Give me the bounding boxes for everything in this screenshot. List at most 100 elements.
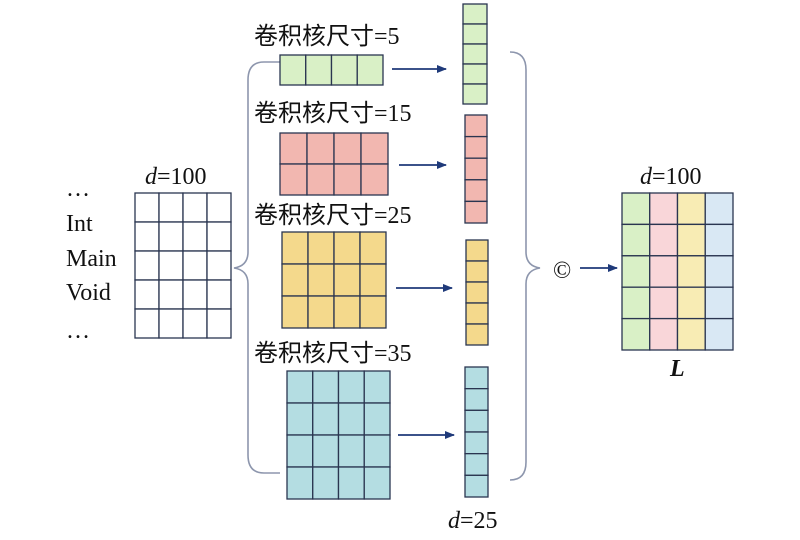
feature-vector-4-cell [464,388,489,411]
output-matrix-grid [621,192,734,351]
output-matrix-grid-cell [676,255,706,288]
output-dim-value: =100 [652,164,702,190]
kernel-grid-4-cell [312,434,340,468]
output-matrix-grid-cell [649,286,679,320]
kernel-grid-3 [281,231,387,329]
output-matrix-grid-cell [676,223,706,257]
kernel-grid-1-cell [279,54,307,86]
feature-vector-1-cell [462,83,488,105]
kernel-grid-4 [286,370,391,500]
input-matrix-grid-cell [158,221,184,252]
kernel-grid-4-cell [312,466,340,500]
kernel-grid-4-cell [286,402,314,436]
input-matrix-grid [134,192,232,339]
input-matrix-grid-cell [158,279,184,310]
kernel-grid-4-cell [312,402,340,436]
feature-dim-var: d [448,508,461,534]
kernel-grid-4-cell [286,434,314,468]
output-matrix [621,192,734,351]
feature-vectors [462,3,489,498]
kernel-grid-3-cell [359,295,387,329]
input-matrix-grid-cell [206,308,232,339]
kernel-grid-3-cell [307,295,335,329]
output-matrix-grid-cell [649,192,679,226]
left-brace [233,61,280,474]
kernel-grid-2-cell [360,132,389,165]
input-matrix-grid-cell [134,279,160,310]
kernel-label-2: 卷积核尺寸=15 [254,100,412,127]
kernel-grid-4-cell [286,466,314,500]
output-matrix-grid-cell [676,192,706,226]
output-matrix-grid-cell [621,317,651,351]
input-matrix-grid-cell [182,221,208,252]
kernel-grid-1 [279,54,384,86]
output-matrix-grid-cell [676,286,706,320]
kernel-grid-4-cell [337,370,365,404]
output-matrix-grid-cell [704,317,734,351]
output-matrix-grid-cell [649,255,679,288]
output-matrix-grid-cell [649,223,679,257]
feature-vector-4-cell [464,431,489,455]
kernel-grid-1-cell [356,54,384,86]
kernel-grid-2-cell [279,132,308,165]
feature-vector-3-cell [465,302,489,325]
kernel-grid-2-cell [279,163,308,196]
input-matrix-grid-cell [182,279,208,310]
input-matrix-grid-cell [134,221,160,252]
output-matrix-grid-cell [704,286,734,320]
kernel-grid-2-cell [306,163,335,196]
kernel-grid-3-cell [307,263,335,297]
feature-dim-value: =25 [460,508,498,534]
kernel-grid-3-cell [333,263,361,297]
input-matrix-grid-cell [206,250,232,281]
kernel-label-3: 卷积核尺寸=25 [254,202,412,229]
kernel-grid-2-cell [333,163,362,196]
kernel-grid-2-cell [306,132,335,165]
kernel-grid-3-cell [333,231,361,265]
kernel-grid-3-cell [333,295,361,329]
kernel-grid-2-cell [333,132,362,165]
kernel-grid-3-cell [359,263,387,297]
output-matrix-grid-cell [704,223,734,257]
feature-vector-4-cell [464,409,489,433]
feature-dim-label: d=25 [448,508,498,534]
kernel-grid-4-cell [337,402,365,436]
kernel-grid-3-cell [281,263,309,297]
input-embedding-matrix [134,192,232,339]
kernel-grid-3-cell [359,231,387,265]
feature-vector-2-cell [464,179,488,203]
token-main: Main [66,246,117,272]
kernel-grid-3-cell [281,231,309,265]
feature-vector-3-cell [465,323,489,346]
input-dim-label: d=100 [145,164,207,190]
kernel-label-4: 卷积核尺寸=35 [254,340,412,367]
feature-vector-2-cell [464,200,488,224]
feature-vector-1-cell [462,3,488,25]
concat-symbol: © [553,258,571,284]
kernel-grid-4-cell [312,370,340,404]
kernel-grid-2-cell [360,163,389,196]
output-matrix-grid-cell [649,317,679,351]
feature-vector-4-cell [464,474,489,498]
input-matrix-grid-cell [158,308,184,339]
kernel-grid-4-cell [363,402,391,436]
kernel-grid-3-cell [307,231,335,265]
kernel-grid-4-cell [337,434,365,468]
feature-vector-1-cell [462,43,488,65]
kernel-grid-4-cell [363,370,391,404]
input-matrix-grid-cell [182,192,208,223]
kernel-grid-4-cell [286,370,314,404]
output-matrix-grid-cell [621,286,651,320]
feature-vector-4-cell [464,453,489,476]
input-dim-var: d [145,164,158,190]
input-matrix-grid-cell [182,308,208,339]
feature-vector-3-cell [465,260,489,283]
feature-vector-3-cell [465,281,489,304]
kernel-grid-4-cell [363,466,391,500]
feature-vector-2 [464,114,488,224]
right-brace [509,51,541,481]
input-matrix-grid-cell [134,250,160,281]
feature-vector-3-cell [465,239,489,262]
feature-vector-2-cell [464,114,488,138]
